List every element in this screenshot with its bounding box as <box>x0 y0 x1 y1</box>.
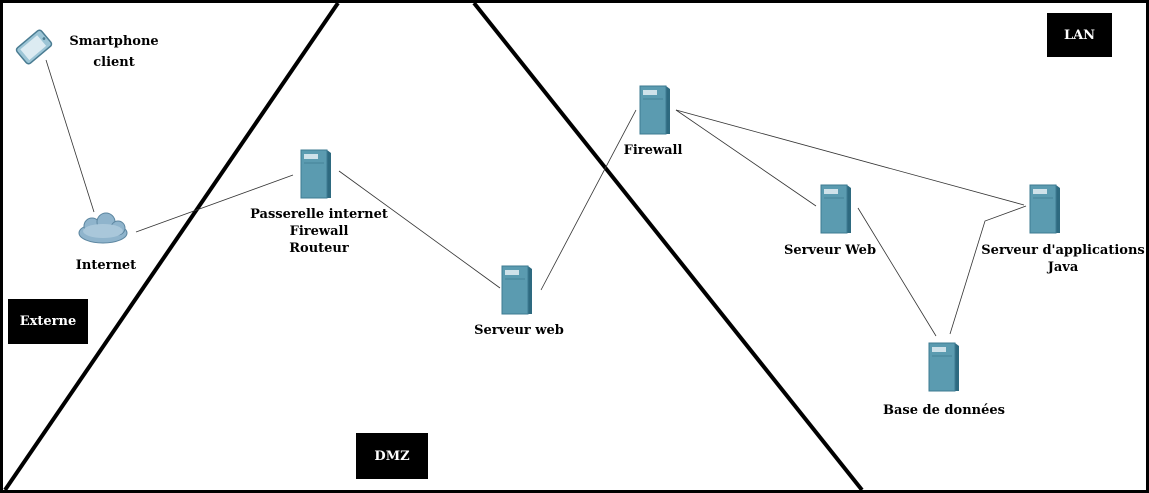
link-smartphone-internet <box>45 59 95 213</box>
zone-tag-dmz: DMZ <box>356 433 428 479</box>
smartphone-label: Smartphone client <box>64 33 164 71</box>
dmz-web-server-icon <box>501 265 532 315</box>
link-firewall-appserver <box>675 109 1025 206</box>
dmz-web-server-label: Serveur web <box>474 323 564 338</box>
gateway-server-icon <box>300 149 331 199</box>
link-lanweb-database <box>857 207 937 337</box>
link-gateway-dmzweb <box>338 170 501 289</box>
dmz-left-boundary <box>3 1 340 492</box>
firewall-label: Firewall <box>623 143 683 158</box>
gateway-label-line2: Firewall <box>289 224 349 239</box>
link-appserver-database <box>949 205 1027 335</box>
dmz-right-boundary <box>472 1 864 492</box>
link-firewall-lanweb <box>675 109 817 207</box>
firewall-server-icon <box>639 85 670 135</box>
app-server-label: Serveur d'applications Java <box>979 242 1147 276</box>
gateway-label: Passerelle internet Firewall Routeur <box>244 206 394 257</box>
smartphone-label-line2: client <box>93 55 135 70</box>
gateway-label-line3: Routeur <box>289 241 349 256</box>
smartphone-icon <box>15 29 53 65</box>
internet-label: Internet <box>75 258 137 273</box>
link-dmzweb-firewall <box>540 109 637 291</box>
zone-tag-lan: LAN <box>1047 13 1112 57</box>
zone-tag-externe: Externe <box>8 299 88 344</box>
lan-web-server-icon <box>820 184 851 234</box>
smartphone-label-line1: Smartphone <box>69 34 159 49</box>
app-server-label-line1: Serveur d'applications <box>981 243 1145 258</box>
app-server-icon <box>1029 184 1060 234</box>
app-server-label-line2: Java <box>1047 260 1079 275</box>
cloud-icon <box>78 212 128 244</box>
database-label: Base de données <box>883 403 1005 418</box>
lan-web-server-label: Serveur Web <box>783 243 877 258</box>
gateway-label-line1: Passerelle internet <box>250 207 388 222</box>
database-server-icon <box>928 342 959 392</box>
link-internet-gateway <box>135 174 294 233</box>
